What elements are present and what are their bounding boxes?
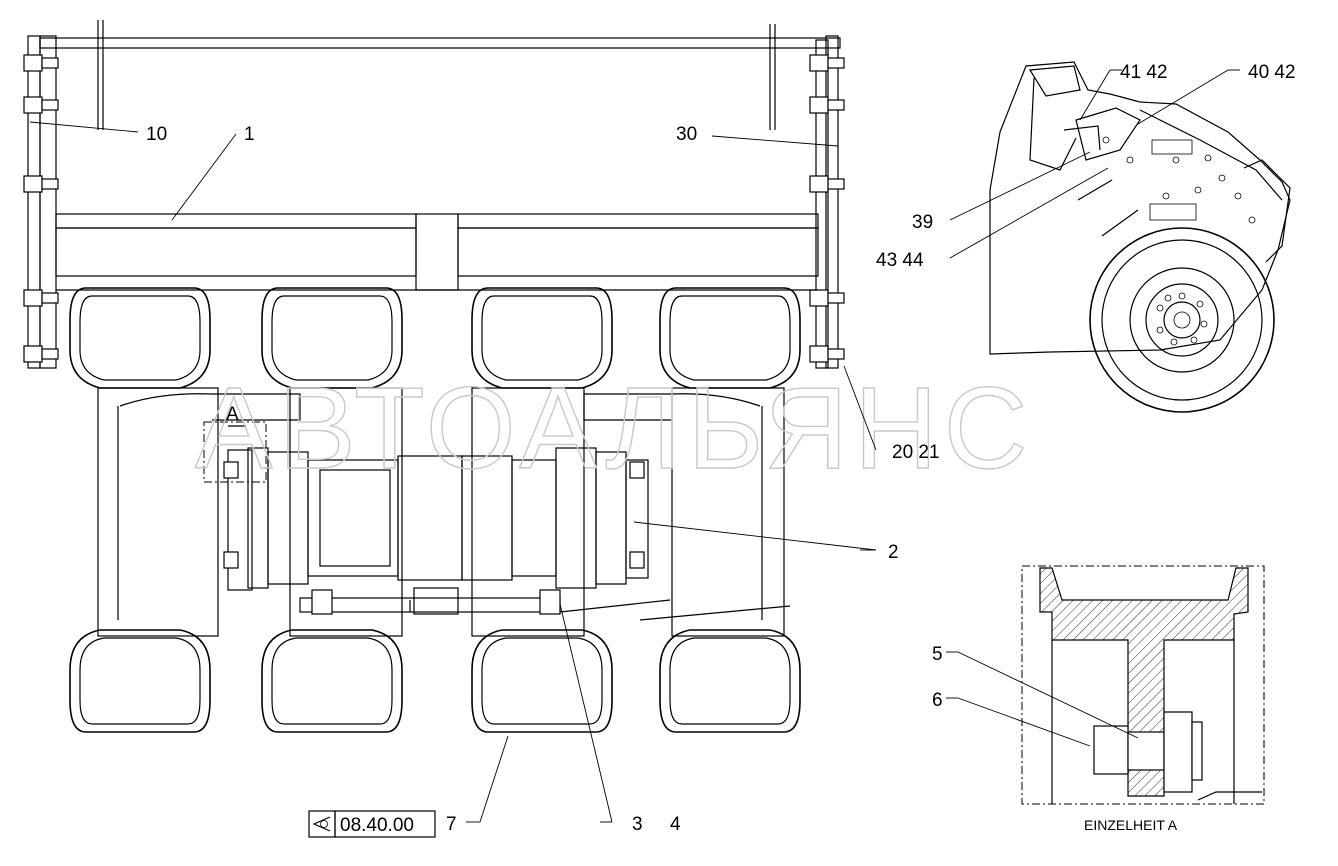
callout-2: 2 bbox=[888, 542, 899, 563]
detail-a-marker: A bbox=[226, 404, 239, 425]
callout-10: 10 bbox=[146, 124, 167, 145]
callout-40-42: 40 42 bbox=[1248, 62, 1296, 83]
detail-a-view bbox=[946, 565, 1265, 805]
reference-box[interactable]: 08.40.00 bbox=[308, 810, 436, 838]
callout-30: 30 bbox=[676, 124, 697, 145]
callout-3: 3 bbox=[632, 814, 643, 835]
callout-6: 6 bbox=[932, 690, 943, 711]
rims bbox=[97, 387, 785, 637]
callout-5: 5 bbox=[932, 644, 943, 665]
callout-43-44: 43 44 bbox=[876, 250, 924, 271]
callout-1: 1 bbox=[244, 124, 255, 145]
eye-view-icon bbox=[312, 816, 331, 832]
fender-beam bbox=[55, 213, 819, 291]
mudguard-frame bbox=[27, 20, 841, 369]
main-axle-view: A bbox=[23, 20, 845, 733]
watermark: АВТОАЛЬЯНС bbox=[195, 363, 1034, 493]
detail-a-caption: EINZELHEIT A bbox=[1084, 817, 1178, 833]
fender-isometric-view bbox=[949, 61, 1291, 413]
clamps-right bbox=[809, 54, 845, 363]
tyres-bottom bbox=[69, 629, 801, 733]
detail-a-marker-box bbox=[203, 421, 267, 483]
clamps-left bbox=[23, 54, 59, 363]
callout-39: 39 bbox=[912, 212, 933, 233]
reference-code: 08.40.00 bbox=[340, 815, 414, 836]
callout-7: 7 bbox=[446, 814, 457, 835]
callout-4: 4 bbox=[670, 814, 681, 835]
callout-20-21: 20 21 bbox=[892, 442, 940, 463]
leader-lines bbox=[29, 121, 877, 823]
hubs bbox=[223, 447, 791, 621]
callout-41-42: 41 42 bbox=[1120, 62, 1168, 83]
